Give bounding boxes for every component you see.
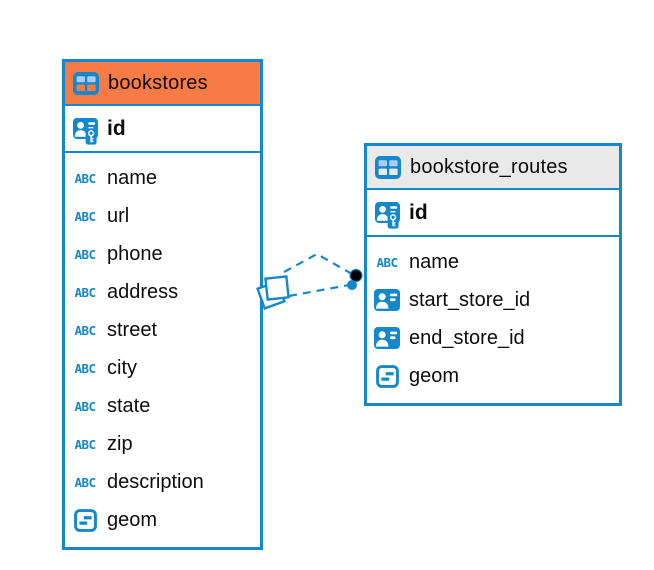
column-list: ABC name ABC url ABC phone ABC address A…: [65, 151, 260, 547]
column-name: zip: [107, 432, 133, 455]
column-row[interactable]: ABC state: [65, 387, 260, 425]
column-name: address: [107, 280, 179, 303]
column-list: ABC name start_store_id: [367, 235, 619, 403]
text-type-icon: ABC: [74, 208, 96, 224]
geometry-type-icon: [72, 508, 98, 532]
geometry-type-icon: [374, 364, 400, 388]
primary-key-icon: [72, 117, 98, 145]
column-row[interactable]: ABC name: [367, 243, 619, 281]
table-grid-icon: [73, 71, 99, 95]
table-grid-icon: [375, 155, 401, 179]
column-name: street: [107, 318, 158, 341]
column-row[interactable]: ABC phone: [65, 235, 260, 273]
table-header-bookstores[interactable]: bookstores: [65, 62, 260, 104]
text-type-icon: ABC: [74, 360, 96, 376]
column-row[interactable]: ABC address: [65, 273, 260, 311]
text-type-icon: ABC: [74, 170, 96, 186]
column-name: url: [107, 204, 130, 227]
primary-key-icon: [374, 201, 400, 229]
column-row[interactable]: end_store_id: [367, 319, 619, 357]
text-type-icon: ABC: [74, 398, 96, 414]
column-name: start_store_id: [409, 288, 531, 311]
text-type-icon: ABC: [74, 322, 96, 338]
endpoint-blue-dot[interactable]: [347, 280, 357, 290]
column-name: phone: [107, 242, 163, 265]
table-header-bookstore-routes[interactable]: bookstore_routes: [367, 146, 619, 188]
table-title: bookstore_routes: [410, 155, 568, 178]
column-name: state: [107, 394, 151, 417]
column-name: description: [107, 470, 204, 493]
entity-table-bookstore-routes[interactable]: bookstore_routes id ABC name: [364, 143, 622, 406]
column-row-pk[interactable]: id: [65, 104, 260, 151]
column-row[interactable]: geom: [65, 501, 260, 539]
text-type-icon: ABC: [74, 474, 96, 490]
text-type-icon: ABC: [74, 284, 96, 300]
column-row[interactable]: ABC description: [65, 463, 260, 501]
reference-person-icon: [374, 327, 400, 349]
text-type-icon: ABC: [376, 254, 398, 270]
relationship-line-lower[interactable]: [288, 283, 350, 298]
column-row[interactable]: start_store_id: [367, 281, 619, 319]
column-row[interactable]: ABC city: [65, 349, 260, 387]
relationship-line-upper[interactable]: [283, 252, 353, 275]
column-name: end_store_id: [409, 326, 525, 349]
column-row[interactable]: ABC zip: [65, 425, 260, 463]
column-row[interactable]: ABC street: [65, 311, 260, 349]
column-name: geom: [409, 364, 460, 387]
endpoint-black-dot[interactable]: [349, 268, 363, 283]
text-type-icon: ABC: [74, 436, 96, 452]
pk-column-name: id: [107, 116, 126, 140]
column-row[interactable]: geom: [367, 357, 619, 395]
text-type-icon: ABC: [74, 246, 96, 262]
column-name: name: [409, 250, 460, 273]
pk-column-name: id: [409, 200, 428, 224]
entity-table-bookstores[interactable]: bookstores id ABC name ABC url: [62, 59, 263, 550]
reference-person-icon: [374, 289, 400, 311]
column-name: name: [107, 166, 158, 189]
column-row[interactable]: ABC url: [65, 197, 260, 235]
column-row-pk[interactable]: id: [367, 188, 619, 235]
table-title: bookstores: [108, 71, 208, 94]
column-name: geom: [107, 508, 158, 531]
column-row[interactable]: ABC name: [65, 159, 260, 197]
column-name: city: [107, 356, 137, 379]
